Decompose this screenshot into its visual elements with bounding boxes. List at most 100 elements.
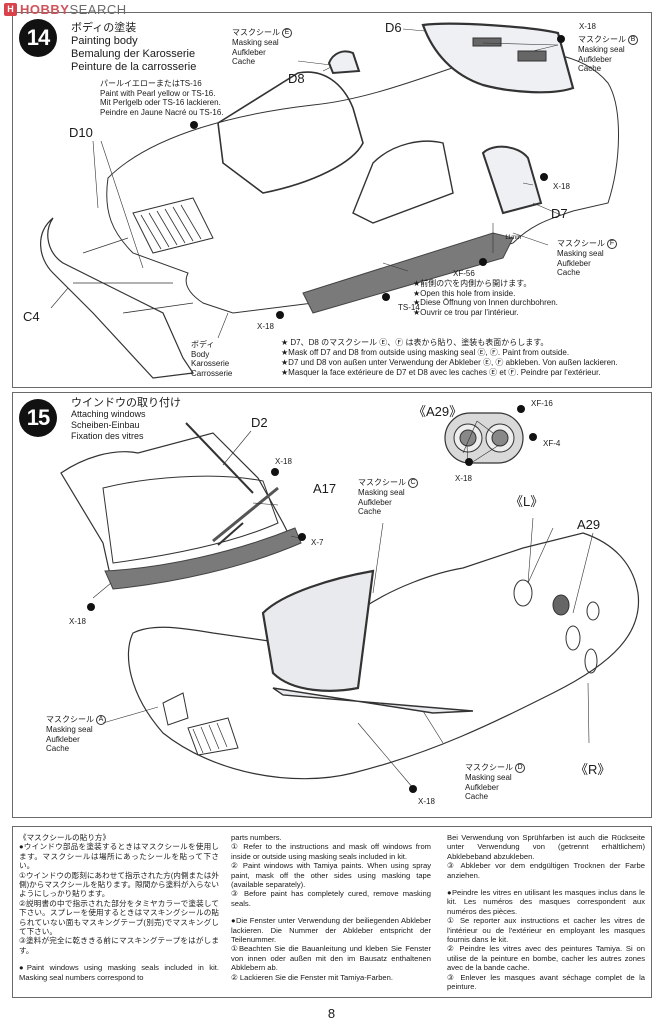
d7-d8-masking-notes: ★ D7、D8 のマスクシール Ⓔ、Ⓕ は表から貼り、塗装も表面からします。 ★… bbox=[281, 338, 618, 378]
mask-a-letter-icon: A bbox=[96, 715, 106, 725]
part-d2-label: D2 bbox=[251, 415, 268, 430]
step-15-title-de: Scheiben-Einbau bbox=[71, 420, 140, 430]
paint-xf56: XF-56 bbox=[453, 269, 475, 278]
paint-x18-side: X-18 bbox=[418, 797, 435, 806]
masking-seal-instructions: 《マスクシールの貼り方》 ●ウインドウ部品を塗装するときはマスクシールを使用しま… bbox=[12, 826, 652, 998]
mask-e-fr: Cache bbox=[232, 57, 256, 66]
step-15-number-badge: 15 bbox=[19, 399, 57, 437]
mask-d-jp: マスクシール bbox=[465, 763, 513, 773]
mask-d-de: Aufkleber bbox=[465, 782, 499, 792]
hole-note-fr: ★Ouvrir ce trou par l'intérieur. bbox=[413, 307, 519, 317]
paint-marker-icon bbox=[276, 311, 284, 319]
paint-x18-rear: X-18 bbox=[579, 22, 596, 31]
paint-note-de: Mit Perlgelb oder TS-16 lackieren. bbox=[100, 98, 221, 107]
notes-en-intro: ●Paint windows using masking seals inclu… bbox=[19, 963, 219, 982]
mask-a-fr: Cache bbox=[46, 744, 70, 753]
mask-b-de: Aufkleber bbox=[578, 54, 612, 64]
notes-jp-step3: ③塗料が完全に乾ききる前にマスキングテープをはがします。 bbox=[19, 936, 219, 955]
paint-x18-windshield: X-18 bbox=[69, 617, 86, 626]
notes-fr-step2: ② Peindre les vitres avec des peintures … bbox=[447, 944, 645, 973]
mask-c-letter-icon: C bbox=[408, 478, 418, 488]
mask-e-jp: マスクシール bbox=[232, 28, 280, 38]
paint-marker-icon bbox=[409, 785, 417, 793]
star-note-en: ★Mask off D7 and D8 from outside using m… bbox=[281, 348, 570, 357]
notes-column-de-fr: Bei Verwendung von Sprühfarben ist auch … bbox=[447, 833, 645, 992]
step-14-number-badge: 14 bbox=[19, 19, 57, 57]
step-15-window-illustration bbox=[60, 412, 640, 789]
step-15-title: ウインドウの取り付け Attaching windows Scheiben-Ei… bbox=[71, 398, 181, 442]
mask-e-de: Aufkleber bbox=[232, 47, 266, 57]
mask-e-en: Masking seal bbox=[232, 38, 279, 47]
paint-x18-body: X-18 bbox=[257, 322, 274, 331]
notes-de-step2: ② Lackieren Sie die Fenster mit Tamiya-F… bbox=[231, 972, 393, 982]
mask-d-en: Masking seal bbox=[465, 773, 512, 782]
hole-note-de: ★Diese Öffnung von Innen durchbohren. bbox=[413, 298, 558, 307]
watermark-text: HOBBYSEARCH bbox=[20, 2, 127, 17]
paint-marker-icon bbox=[479, 258, 487, 266]
mask-a-en: Masking seal bbox=[46, 725, 93, 734]
part-d7-label: D7 bbox=[551, 206, 568, 221]
body-label-de: Karosserie bbox=[191, 359, 230, 368]
mask-d-fr: Cache bbox=[465, 792, 489, 801]
mask-f-en: Masking seal bbox=[557, 249, 604, 258]
paint-x7: X-7 bbox=[311, 538, 324, 547]
step-15-title-en: Attaching windows bbox=[71, 409, 146, 419]
notes-fr-step3: ③ Enlever les masques avant séchage comp… bbox=[447, 972, 645, 992]
notes-fr-intro: ●Peindre les vitres en utilisant les mas… bbox=[447, 888, 645, 916]
paint-x18-a29: X-18 bbox=[455, 474, 472, 483]
notes-heading-jp: 《マスクシールの貼り方》 bbox=[19, 833, 111, 842]
notes-en-step1: ① Refer to the instructions and mask off… bbox=[231, 842, 431, 861]
step-14-title-jp: ボディの塗装 bbox=[71, 22, 137, 34]
paint-marker-icon bbox=[529, 433, 537, 441]
notes-column-jp: 《マスクシールの貼り方》 ●ウインドウ部品を塗装するときはマスクシールを使用しま… bbox=[19, 833, 219, 982]
mask-c-jp: マスクシール bbox=[358, 478, 406, 488]
left-side-label: 《L》 bbox=[510, 494, 544, 509]
mask-f-jp: マスクシール bbox=[557, 239, 605, 249]
paint-xf4: XF-4 bbox=[543, 439, 561, 448]
notes-jp-step1: ①ウインドウの彫刻にあわせて指示された方(内側または外側)からマスクシールを貼り… bbox=[19, 870, 219, 899]
paint-note-jp: パールイエローまたはTS-16 bbox=[100, 79, 202, 88]
hole-note-jp: ★前側の穴を内側から開けます。 bbox=[413, 279, 532, 288]
notes-de-intro: ●Die Fenster unter Verwendung der beilie… bbox=[231, 916, 431, 945]
step-14-title-en: Painting body bbox=[71, 35, 138, 47]
paint-marker-icon bbox=[271, 468, 279, 476]
mask-c-de: Aufkleber bbox=[358, 497, 392, 507]
paint-marker-icon bbox=[465, 458, 473, 466]
part-a17-label: A17 bbox=[313, 481, 337, 496]
star-note-jp: ★ D7、D8 のマスクシール Ⓔ、Ⓕ は表から貼り、塗装も表面からします。 bbox=[281, 338, 549, 347]
notes-jp-intro: ●ウインドウ部品を塗装するときはマスクシールを使用します。マスクシールは場所にあ… bbox=[19, 842, 219, 871]
watermark-brand-a: HOBBY bbox=[20, 2, 70, 17]
step-14-panel: 14 ボディの塗装 Painting body Bemalung der Kar… bbox=[12, 12, 652, 388]
paint-note-pearl-yellow: パールイエローまたはTS-16 Paint with Pearl yellow … bbox=[100, 79, 223, 117]
mask-b-en: Masking seal bbox=[578, 45, 625, 54]
mask-f-fr: Cache bbox=[557, 268, 581, 277]
star-note-de: ★D7 und D8 von außen unter Verwendung de… bbox=[281, 358, 618, 367]
hobby-search-watermark: H HOBBYSEARCH bbox=[4, 2, 127, 17]
part-d10-label: D10 bbox=[69, 125, 93, 140]
paint-xf16: XF-16 bbox=[531, 399, 553, 408]
mask-b-jp: マスクシール bbox=[578, 35, 626, 45]
mask-a-jp: マスクシール bbox=[46, 715, 94, 725]
notes-en-step3: ③ Before paint has completely cured, rem… bbox=[231, 889, 431, 908]
body-label-en: Body bbox=[191, 349, 210, 359]
mask-f-letter-icon: F bbox=[607, 239, 617, 249]
star-note-fr: ★Masquer la face extérieure de D7 et D8 … bbox=[281, 368, 601, 377]
paint-x18-quarter: X-18 bbox=[553, 182, 570, 191]
page-number: 8 bbox=[327, 1006, 336, 1021]
watermark-brand-b: SEARCH bbox=[69, 2, 127, 17]
part-d6-label: D6 bbox=[385, 20, 402, 35]
paint-marker-icon bbox=[540, 173, 548, 181]
notes-jp-step2: ②説明書の中で指示された部分をタミヤカラーで塗装して下さい。スプレーを使用すると… bbox=[19, 898, 219, 937]
paint-marker-icon bbox=[382, 293, 390, 301]
mask-f-de: Aufkleber bbox=[557, 258, 591, 268]
body-label-jp: ボディ bbox=[191, 340, 215, 349]
paint-ts14: TS-14 bbox=[398, 303, 420, 312]
mask-a-de: Aufkleber bbox=[46, 734, 80, 744]
mask-b-letter-icon: B bbox=[628, 35, 638, 45]
notes-en-step2: ② Paint windows with Tamiya paints. When… bbox=[231, 861, 431, 890]
paint-x18-wiper: X-18 bbox=[275, 457, 292, 466]
notes-fr-step1: ① Se reporter aux instructions et cacher… bbox=[447, 916, 645, 945]
mask-c-fr: Cache bbox=[358, 507, 382, 516]
